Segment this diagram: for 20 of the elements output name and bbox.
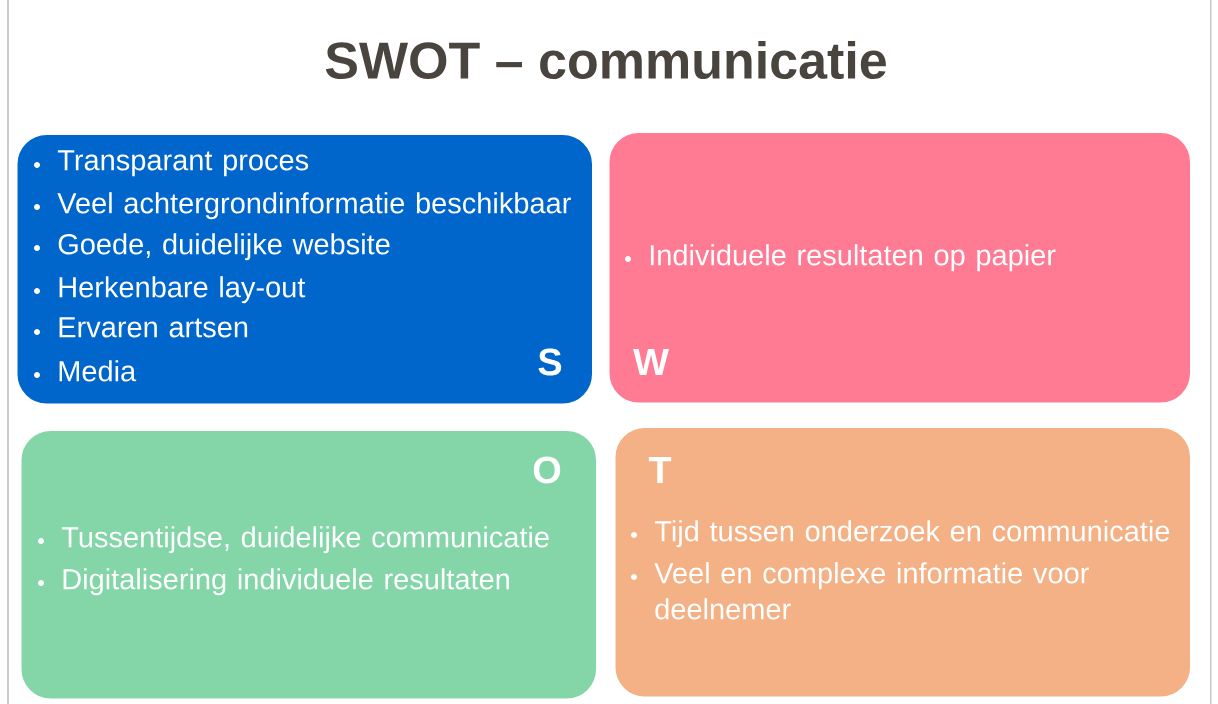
quadrant-letter: W [633, 348, 669, 376]
bullet-item: Herkenbare lay-out [59, 276, 306, 304]
bullet-item: Veel achtergrondinformatie beschikbaar [57, 192, 571, 220]
bullet-item: Individuele resultaten op papier [650, 244, 1056, 272]
bullet-item: Veel en complexe informatie voor deelnemer [654, 562, 1089, 620]
bullet-item: Tijd tussen onderzoek en communicatie [654, 520, 1170, 548]
quadrant-letter: O [533, 456, 561, 484]
title: SWOT – communicatie [325, 40, 886, 80]
quadrant-letter: T [648, 456, 672, 484]
bullet-item: Tussentijdse, duidelijke communicatie [61, 526, 549, 554]
quadrant-box [16, 133, 594, 405]
bullet-item: Ervaren artsen [59, 317, 248, 338]
quadrant-letter: S [538, 348, 562, 376]
bullet-item: Media [59, 360, 137, 382]
quadrant-box [20, 429, 598, 700]
quadrant-box [614, 426, 1192, 698]
bullet-item: Transparant proces [57, 150, 309, 177]
bullet-item: Goede, duidelijke website [58, 233, 390, 261]
quadrant-box [608, 131, 1192, 404]
bullet-item: Digitalisering individuele resultaten [63, 568, 509, 596]
